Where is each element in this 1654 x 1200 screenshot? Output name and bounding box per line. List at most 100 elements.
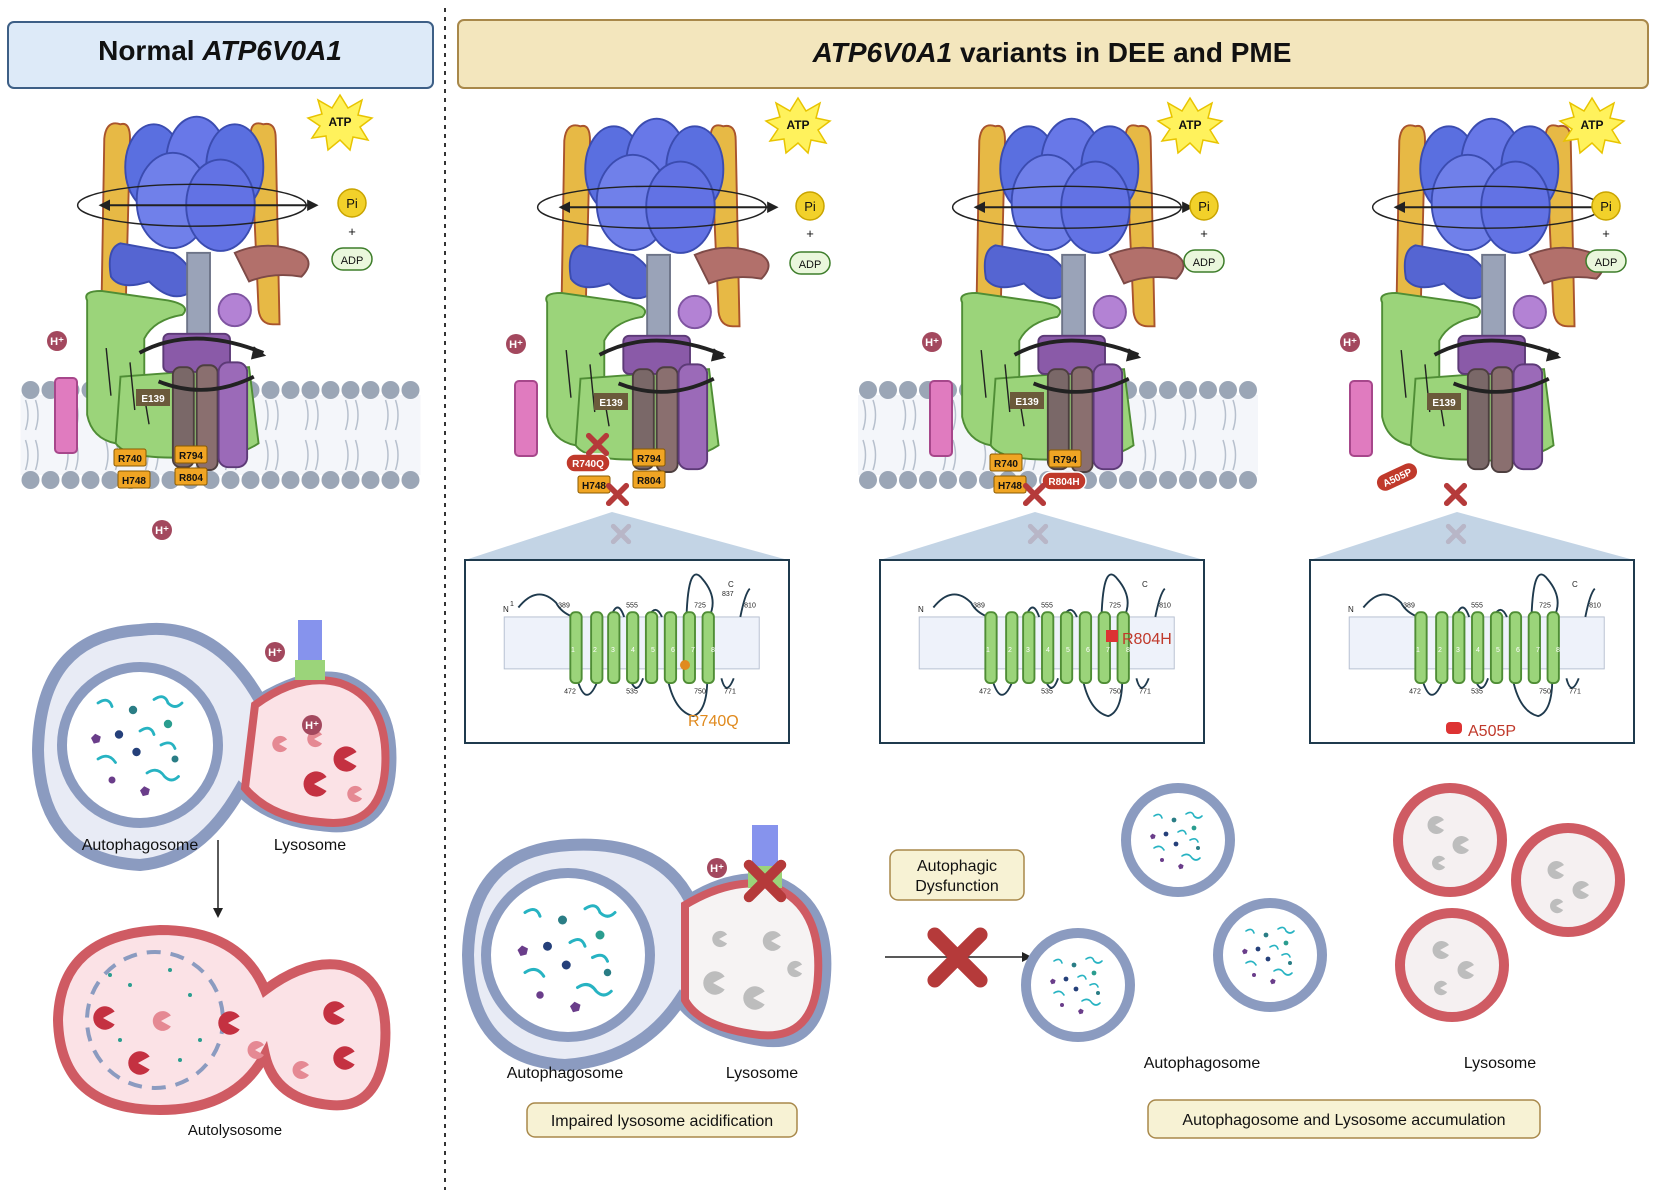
block-x-icon — [1447, 486, 1465, 504]
accumulated-lysosomes: Lysosome — [1393, 783, 1625, 1072]
res-r794-normal — [174, 445, 208, 464]
pump-variant-a505p: ATP Pi + ADP H⁺ E139 A505P — [1340, 96, 1627, 542]
svg-text:H⁺: H⁺ — [1343, 337, 1357, 349]
mutation-marker-a505p — [1446, 722, 1462, 734]
svg-text:+: + — [1602, 226, 1610, 241]
svg-text:C: C — [728, 580, 734, 589]
topology-panel-a505p: N C A505P — [1309, 512, 1635, 744]
accumulated-autophagosomes: Autophagosome — [1021, 783, 1327, 1072]
helix-number: 5 — [651, 647, 655, 654]
helix-number: 2 — [1438, 647, 1442, 654]
residue-number-top: 725 — [1539, 603, 1551, 610]
helix-number: 6 — [1516, 647, 1520, 654]
svg-text:+: + — [1200, 226, 1208, 241]
svg-text:Pi: Pi — [804, 199, 816, 214]
svg-text:C: C — [1572, 580, 1578, 589]
mutation-marker-r740q — [680, 660, 690, 670]
svg-text:E139: E139 — [1432, 398, 1456, 409]
dysfunction-box — [889, 849, 1025, 901]
residue-number-bottom: 472 — [1409, 688, 1421, 695]
svg-text:R804: R804 — [179, 473, 203, 484]
residue-number-top: 389 — [558, 603, 570, 610]
adp-pill-normal — [331, 247, 373, 271]
svg-text:Autolysosome: Autolysosome — [188, 1122, 282, 1139]
svg-text:R804: R804 — [637, 476, 661, 487]
svg-text:R794: R794 — [1053, 455, 1077, 466]
svg-text:1: 1 — [510, 601, 514, 608]
helix-number: 2 — [593, 647, 597, 654]
autophagic-dysfunction: Autophagic Dysfunction — [885, 849, 1032, 980]
atp-starburst-v1 — [764, 96, 832, 155]
helix-number: 4 — [631, 647, 635, 654]
helix-number: 8 — [1556, 647, 1560, 654]
svg-text:Dysfunction: Dysfunction — [915, 878, 999, 895]
mutation-marker-r804h — [1106, 630, 1118, 642]
svg-text:E139: E139 — [599, 398, 623, 409]
svg-text:ATP: ATP — [1580, 118, 1603, 132]
svg-text:+: + — [348, 224, 356, 239]
residue-number-top: 725 — [1109, 603, 1121, 610]
normal-fusion: H⁺ H⁺ Autophagosome Lysosome — [31, 620, 397, 918]
residue-number-top: 555 — [1041, 603, 1053, 610]
topology-panel-r804h: N C R804H — [879, 512, 1205, 744]
svg-text:H⁺: H⁺ — [509, 339, 523, 351]
svg-text:Autophagosome: Autophagosome — [1144, 1055, 1261, 1072]
pi-circle-normal — [337, 188, 367, 218]
svg-text:ADP: ADP — [341, 255, 364, 267]
svg-text:Lysosome: Lysosome — [1464, 1055, 1536, 1072]
svg-text:E139: E139 — [1015, 397, 1039, 408]
helix-number: 4 — [1476, 647, 1480, 654]
helix-number: 8 — [711, 647, 715, 654]
block-x-icon — [1026, 486, 1044, 504]
atp-starburst-normal: ATP — [306, 93, 374, 152]
svg-text:Lysosome: Lysosome — [726, 1065, 798, 1082]
svg-text:837: 837 — [722, 591, 734, 598]
helix-number: 6 — [671, 647, 675, 654]
impaired-acidification-box — [526, 1102, 798, 1138]
svg-text:H748: H748 — [582, 481, 606, 492]
pink-subunit — [54, 377, 78, 454]
pump-variant-r740q: ATP Pi + ADP H⁺ E139 R740Q H748 R794 R80… — [506, 96, 832, 542]
svg-text:H748: H748 — [122, 476, 146, 487]
svg-text:ATP: ATP — [328, 115, 351, 129]
helix-number: 1 — [986, 647, 990, 654]
residue-number-bottom: 750 — [1109, 688, 1121, 695]
svg-text:+: + — [806, 226, 814, 241]
residue-number-top: 810 — [744, 603, 756, 610]
left-panel-title: Normal ATP6V0A1 — [98, 35, 342, 66]
pump-variant-r804h: ATP Pi + ADP H⁺ E139 R740 H748 R794 R804… — [922, 96, 1225, 542]
svg-text:H748: H748 — [998, 481, 1022, 492]
svg-text:N: N — [1348, 605, 1354, 614]
svg-text:N: N — [503, 605, 509, 614]
residue-number-bottom: 535 — [626, 688, 638, 695]
helix-number: 8 — [1126, 647, 1130, 654]
residue-number-top: 389 — [973, 603, 985, 610]
residue-number-top: 725 — [694, 603, 706, 610]
helix-number: 3 — [1456, 647, 1460, 654]
autolysosome: Autolysosome — [52, 924, 391, 1139]
svg-text:Autophagosome: Autophagosome — [507, 1065, 624, 1082]
helix-number: 5 — [1066, 647, 1070, 654]
pump-normal: ATP Pi + ADP H⁺ H⁺ E139 R740 H748 R794 R… — [47, 93, 374, 540]
helix-number: 7 — [1106, 647, 1110, 654]
svg-text:ADP: ADP — [799, 259, 822, 271]
helix-number: 3 — [1026, 647, 1030, 654]
helix-number: 1 — [1416, 647, 1420, 654]
svg-text:H⁺: H⁺ — [925, 337, 939, 349]
mini-pump-impaired — [752, 825, 778, 870]
helix-number: 2 — [1008, 647, 1012, 654]
left-title-box: Normal ATP6V0A1 — [7, 21, 434, 89]
res-r740-normal — [113, 448, 147, 467]
svg-text:Autophagic: Autophagic — [917, 858, 997, 875]
svg-text:R740Q: R740Q — [688, 713, 739, 730]
block-x-icon — [609, 486, 627, 504]
proton-in-normal — [47, 331, 67, 351]
residue-number-top: 810 — [1159, 603, 1171, 610]
svg-text:ATP: ATP — [1178, 118, 1201, 132]
svg-text:H⁺: H⁺ — [155, 525, 169, 537]
svg-text:R794: R794 — [637, 454, 661, 465]
svg-text:C: C — [1142, 580, 1148, 589]
accumulation-box — [1147, 1099, 1541, 1139]
residue-number-bottom: 771 — [1569, 688, 1581, 695]
